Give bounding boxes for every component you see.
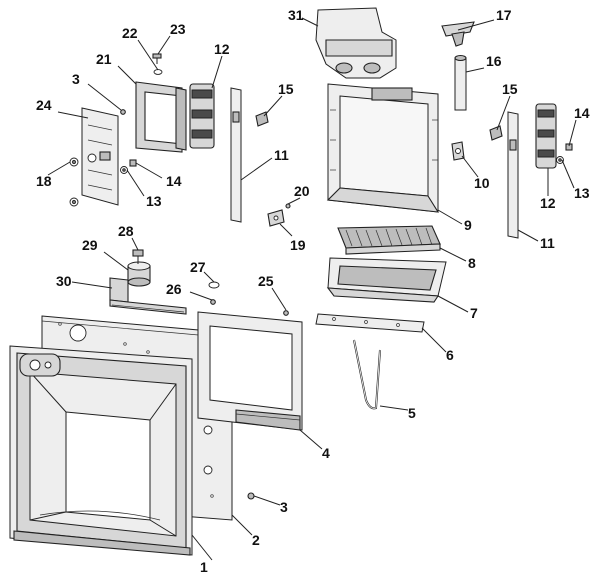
part-16-tube <box>454 54 467 111</box>
callout-25: 25 <box>258 273 274 289</box>
callout-14-left: 14 <box>166 173 182 189</box>
part-22-washer <box>153 69 163 75</box>
callout-29: 29 <box>82 237 98 253</box>
callout-6: 6 <box>446 347 454 363</box>
part-12-hinge-left <box>189 83 215 149</box>
callout-13-left: 13 <box>146 193 162 209</box>
part-13-washer-right <box>556 156 564 164</box>
part-14-screw-right <box>565 143 573 151</box>
callout-5: 5 <box>408 405 416 421</box>
callout-17: 17 <box>496 7 512 23</box>
part-30-bracket <box>109 277 187 315</box>
part-17-funnel <box>441 21 475 47</box>
callout-16: 16 <box>486 53 502 69</box>
callout-7: 7 <box>470 305 478 321</box>
callout-27: 27 <box>190 259 206 275</box>
part-29-cylinder <box>127 261 151 287</box>
callout-12-right: 12 <box>540 195 556 211</box>
part-12-hinge-right <box>535 103 557 169</box>
callout-15-right: 15 <box>502 81 518 97</box>
part-7-drip-tray <box>326 257 447 303</box>
part-26-screw <box>210 299 216 305</box>
part-31-top-hopper <box>315 7 397 79</box>
callout-31: 31 <box>288 7 304 23</box>
callout-3-lower: 3 <box>280 499 288 515</box>
callout-12-left: 12 <box>214 41 230 57</box>
part-5-wire-loop <box>353 339 381 410</box>
callout-23: 23 <box>170 21 186 37</box>
callout-9: 9 <box>464 217 472 233</box>
part-20-screw <box>285 203 291 209</box>
part-15-clip-right <box>489 125 503 141</box>
callout-26: 26 <box>166 281 182 297</box>
callout-3-upper: 3 <box>72 71 80 87</box>
callout-18: 18 <box>36 173 52 189</box>
part-11-rail-left <box>230 87 242 223</box>
callout-14-right: 14 <box>574 105 590 121</box>
callout-4: 4 <box>322 445 330 461</box>
part-1-front-housing <box>9 345 193 556</box>
callout-22: 22 <box>122 25 138 41</box>
part-21-frame-bracket <box>135 81 187 153</box>
callout-28: 28 <box>118 223 134 239</box>
callout-20: 20 <box>294 183 310 199</box>
part-25-screw <box>283 310 289 316</box>
callout-21: 21 <box>96 51 112 67</box>
part-27-washer <box>208 281 220 289</box>
callout-2: 2 <box>252 532 260 548</box>
callout-8: 8 <box>468 255 476 271</box>
callout-15-left: 15 <box>278 81 294 97</box>
callout-11-right: 11 <box>540 235 555 251</box>
part-13-washer-left <box>120 166 128 174</box>
part-10-fitting <box>451 141 465 161</box>
callout-labels: 1 2 3 3 4 5 6 7 8 9 10 11 11 12 12 13 13… <box>36 7 590 575</box>
callout-1: 1 <box>200 559 208 575</box>
callout-19: 19 <box>290 237 306 253</box>
part-24-plate <box>81 107 119 206</box>
callout-10: 10 <box>474 175 490 191</box>
part-4-door-panel <box>197 311 303 431</box>
callout-24: 24 <box>36 97 52 113</box>
part-18-washer <box>69 157 79 207</box>
leader-lines <box>47 17 577 561</box>
part-23-screw <box>152 53 162 64</box>
part-6-bar <box>315 313 425 333</box>
callout-11-left: 11 <box>274 147 289 163</box>
part-14-screw-left <box>129 159 137 167</box>
part-8-grate <box>337 225 441 255</box>
part-11-rail-right <box>507 111 519 239</box>
callout-13-right: 13 <box>574 185 590 201</box>
part-19-small-bracket <box>267 209 285 227</box>
part-3-screw-upper <box>120 109 126 115</box>
part-3-screw-lower <box>247 492 255 500</box>
callout-30: 30 <box>56 273 72 289</box>
part-9-cabinet <box>326 83 440 213</box>
